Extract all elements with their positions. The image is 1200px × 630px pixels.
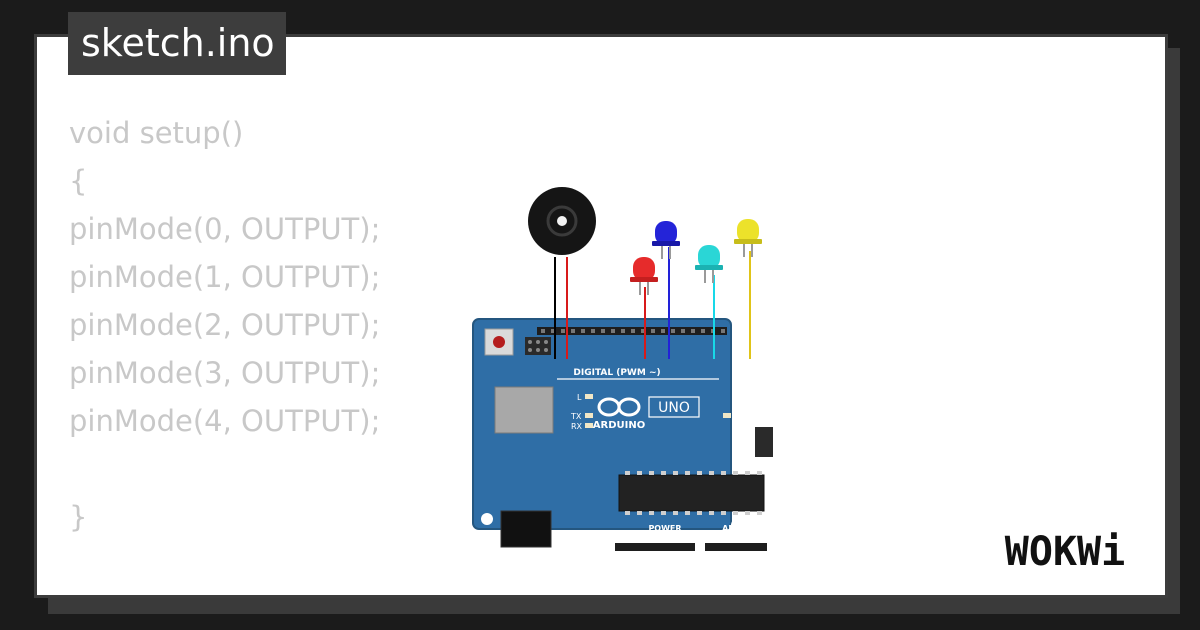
logo-text: WOKWi xyxy=(1005,529,1125,575)
model-label: UNO xyxy=(658,400,690,416)
reset-button[interactable] xyxy=(493,336,505,348)
arduino-uno-board[interactable]: DIGITAL (PWM ~) ARDUINO UNO L TX RX ON xyxy=(472,318,773,551)
usb-port xyxy=(494,386,554,434)
code-line: pinMode(4, OUTPUT); xyxy=(69,404,381,438)
microcontroller-chip xyxy=(618,474,765,512)
code-line: pinMode(1, OUTPUT); xyxy=(69,260,381,294)
wokwi-logo-icon: WOKWi xyxy=(1005,529,1125,575)
arduino-logo-icon xyxy=(597,397,641,417)
code-line: { xyxy=(69,164,88,198)
code-line: pinMode(0, OUTPUT); xyxy=(69,212,381,246)
circuit-diagram: DIGITAL (PWM ~) ARDUINO UNO L TX RX ON xyxy=(472,187,773,551)
led-blue-icon[interactable] xyxy=(652,221,680,259)
digital-label: DIGITAL (PWM ~) xyxy=(573,368,660,378)
led-yellow-icon[interactable] xyxy=(734,219,762,257)
preview-card: void setup() { pinMode(0, OUTPUT); pinMo… xyxy=(34,34,1168,598)
file-tab[interactable]: sketch.ino xyxy=(68,12,286,75)
on-label: ON xyxy=(733,412,745,421)
power-label: POWER xyxy=(648,524,681,533)
code-line: pinMode(3, OUTPUT); xyxy=(69,356,381,390)
buzzer-icon[interactable] xyxy=(528,187,596,255)
l-label: L xyxy=(577,393,582,402)
code-line: void loop() xyxy=(69,589,380,595)
code-editor: void setup() { pinMode(0, OUTPUT); pinMo… xyxy=(69,109,381,595)
wires xyxy=(554,247,751,359)
led-red-icon[interactable] xyxy=(630,257,658,295)
tx-label: TX xyxy=(570,412,582,421)
code-line xyxy=(69,445,380,493)
code-line: void setup() xyxy=(69,116,244,150)
brand-label: ARDUINO xyxy=(593,420,645,431)
led-cyan-icon[interactable] xyxy=(695,245,723,283)
code-line: } xyxy=(69,500,88,534)
rx-label: RX xyxy=(571,422,583,431)
power-jack xyxy=(500,510,552,548)
analog-label: ANALOG IN xyxy=(722,524,772,533)
code-line: pinMode(2, OUTPUT); xyxy=(69,308,381,342)
code-line xyxy=(69,541,380,589)
